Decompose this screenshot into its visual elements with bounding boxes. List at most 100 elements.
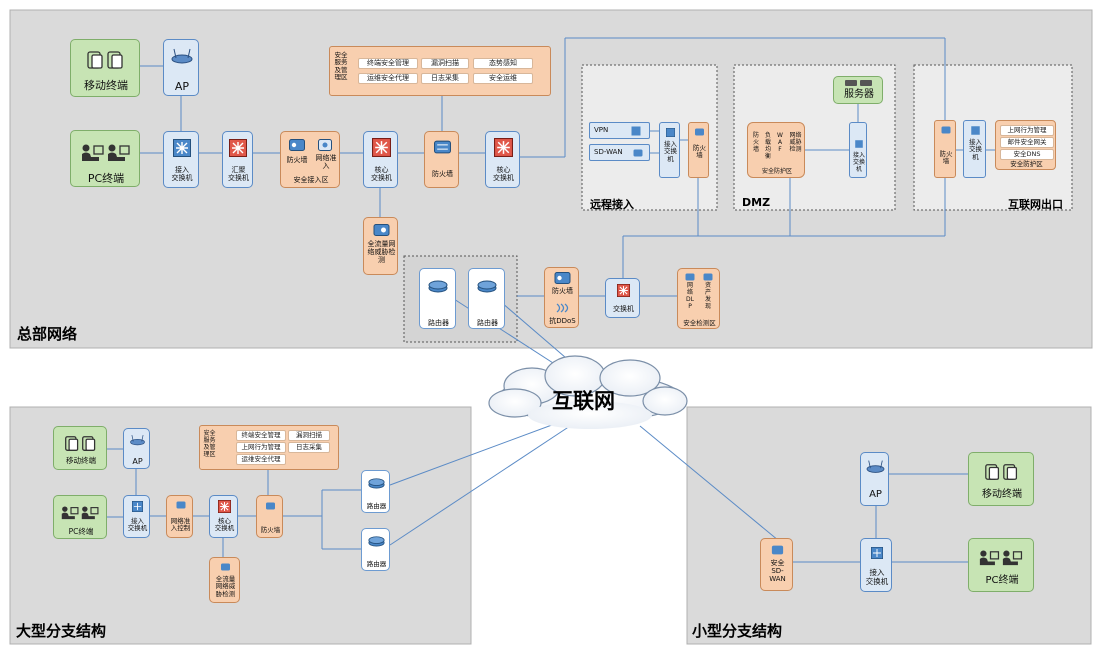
switch-icon xyxy=(173,139,191,157)
hq-router-2[interactable]: 路由器 xyxy=(468,268,505,329)
exit-firewall-label: 防火 墙 xyxy=(939,150,953,166)
dmz-server-label: 服务器 xyxy=(844,89,874,100)
exit-zone-label: 安全防护区 xyxy=(1010,160,1043,168)
hq-pc-terminal[interactable]: PC终端 xyxy=(70,130,140,187)
small-mobile-label: 移动终端 xyxy=(982,489,1022,500)
hq-anti-ddos-label: 抗DDoS xyxy=(549,317,576,325)
hq-svc-item-5: 日志采集 xyxy=(421,73,469,84)
small-pc-terminal[interactable]: PC终端 xyxy=(968,538,1034,592)
remote-access-switch[interactable]: 接入 交换 机 xyxy=(659,122,680,178)
core-switch-icon xyxy=(218,500,231,513)
remote-sdwan[interactable]: SD-WAN xyxy=(589,144,650,161)
hq-asset-label: 资 产 发 现 xyxy=(704,282,711,310)
large-mobile-terminal[interactable]: 移动终端 xyxy=(53,426,107,470)
pc-users-icon xyxy=(82,144,130,161)
hq-security-access-zone[interactable]: 防火墙 网络准 入 安全接入区 xyxy=(280,131,340,188)
server-icon xyxy=(845,80,872,86)
hq-traffic-threat-detection[interactable]: 全流量网 络威胁检 测 xyxy=(363,217,398,275)
small-access-switch[interactable]: 接入 交换机 xyxy=(860,538,892,592)
hq-sec-access-zone-label: 安全接入区 xyxy=(293,176,329,184)
hq-core-switch-1[interactable]: 核心 交换机 xyxy=(363,131,398,188)
large-firewall[interactable]: 防火墙 xyxy=(256,495,283,538)
hq-access-switch[interactable]: 接入 交换机 xyxy=(163,131,199,188)
small-ap[interactable]: AP xyxy=(860,452,889,506)
hq-ap-label: AP xyxy=(174,80,190,93)
threat-detection-icon xyxy=(373,224,390,236)
large-pc-terminal[interactable]: PC终端 xyxy=(53,495,107,539)
dmz-access-switch[interactable]: 接入 交换 机 xyxy=(849,122,867,178)
large-security-service-zone[interactable]: 安全 服务 及管 理区 终端安全管理 漏洞扫描 上网行为管理 日志采集 运维安全… xyxy=(199,425,339,470)
exit-security-zone[interactable]: 上网行为管理 邮件安全网关 安全DNS 安全防护区 xyxy=(995,120,1056,170)
large-nac[interactable]: 网络准 入控制 xyxy=(166,495,193,538)
hq-mobile-terminal[interactable]: 移动终端 xyxy=(70,39,140,97)
hq-security-service-zone[interactable]: 安全 服务 及管 理区 终端安全管理 漏洞扫描 态势感知 运维安全代理 日志采集… xyxy=(329,46,551,96)
small-ap-label: AP xyxy=(869,489,882,500)
remote-firewall[interactable]: 防火 墙 xyxy=(688,122,709,178)
dmz-fw-label: 防 火 墙 xyxy=(752,132,759,153)
pc-users-icon xyxy=(979,550,1023,566)
large-router-1[interactable]: 路由器 xyxy=(361,470,390,513)
large-svc-item-5: 运维安全代理 xyxy=(236,454,286,465)
remote-firewall-label: 防火 墙 xyxy=(693,144,706,160)
vpn-icon xyxy=(631,126,641,136)
small-mobile-terminal[interactable]: 移动终端 xyxy=(968,452,1034,506)
dmz-access-switch-label: 接入 交换 机 xyxy=(852,152,865,173)
large-branch-links xyxy=(107,448,361,557)
large-ap-label: AP xyxy=(132,457,143,466)
hq-svc-item-1: 终端安全管理 xyxy=(358,58,418,69)
large-core-switch[interactable]: 核心 交换机 xyxy=(209,495,238,538)
large-router-2[interactable]: 路由器 xyxy=(361,528,390,571)
hq-ap[interactable]: AP xyxy=(163,39,199,96)
router-icon xyxy=(428,280,448,293)
hq-access-switch-label: 接入 交换机 xyxy=(171,166,193,183)
network-access-control-icon xyxy=(318,139,332,151)
large-router-2-label: 路由器 xyxy=(366,560,387,568)
hq-mobile-label: 移动终端 xyxy=(84,79,128,92)
hq-zone-title: 总部网络 xyxy=(17,325,78,343)
small-branch-title: 小型分支结构 xyxy=(692,622,783,640)
dmz-security-zone[interactable]: 防 火 墙 负 载 均 衡 W A F 网络 威胁 检测 安全防护区 xyxy=(747,122,805,178)
dmz-server[interactable]: 服务器 xyxy=(833,76,883,104)
exit-access-switch[interactable]: 接入 交换 机 xyxy=(963,120,986,178)
small-sdwan-label: 安全 SD- WAN xyxy=(769,559,786,584)
large-core-switch-label: 核心 交换机 xyxy=(214,517,235,533)
anti-ddos-icon xyxy=(556,303,569,313)
hq-edge-switch-label: 交换机 xyxy=(613,305,634,313)
large-ap[interactable]: AP xyxy=(123,428,150,469)
hq-ddos-firewall[interactable]: 防火墙 抗DDoS xyxy=(544,267,579,328)
large-access-switch-label: 接入 交换机 xyxy=(127,517,148,533)
pc-users-icon xyxy=(61,506,99,520)
router-icon xyxy=(368,478,385,489)
dmz-zone-label: 安全防护区 xyxy=(761,168,792,175)
mobile-devices-icon xyxy=(985,464,1018,480)
router-icon xyxy=(477,280,497,293)
hq-core-switch-2-label: 核心 交换机 xyxy=(493,166,514,183)
small-secure-sdwan[interactable]: 安全 SD- WAN xyxy=(760,538,793,591)
switch-icon xyxy=(855,140,863,148)
large-traffic-threat-detection[interactable]: 全流量 网络威 胁检测 xyxy=(209,557,240,603)
wireless-ap-icon xyxy=(171,48,193,64)
hq-core-switch-2[interactable]: 核心 交换机 xyxy=(485,131,520,188)
large-access-switch[interactable]: 接入 交换机 xyxy=(123,495,150,538)
hq-svc-title: 安全 服务 及管 理区 xyxy=(334,51,348,82)
hq-router-1[interactable]: 路由器 xyxy=(419,268,456,329)
dmz-title: DMZ xyxy=(742,196,771,209)
dmz-waf-label: W A F xyxy=(777,132,783,153)
hq-sec-access-fw-label: 防火墙 xyxy=(286,156,308,164)
exit-firewall[interactable]: 防火 墙 xyxy=(934,120,956,178)
hq-router-1-label: 路由器 xyxy=(428,319,449,327)
hq-svc-item-4: 运维安全代理 xyxy=(358,73,418,84)
small-access-switch-label: 接入 交换机 xyxy=(865,568,889,586)
hq-router-2-label: 路由器 xyxy=(477,319,498,327)
hq-core-switch-1-label: 核心 交换机 xyxy=(371,166,392,183)
hq-sec-access-nac-label: 网络准 入 xyxy=(315,154,337,171)
switch-icon xyxy=(132,501,143,512)
switch-icon xyxy=(871,547,883,559)
hq-main-firewall[interactable]: 防火墙 xyxy=(424,131,459,188)
hq-edge-switch[interactable]: 交换机 xyxy=(605,278,640,318)
hq-aggregation-switch[interactable]: 汇聚 交换机 xyxy=(222,131,253,188)
remote-vpn[interactable]: VPN xyxy=(589,122,650,139)
remote-access-title: 远程接入 xyxy=(590,198,634,211)
hq-security-detection-zone[interactable]: 网 络 DL P 资 产 发 现 安全检测区 xyxy=(677,268,720,329)
hq-svc-item-2: 漏洞扫描 xyxy=(421,58,469,69)
